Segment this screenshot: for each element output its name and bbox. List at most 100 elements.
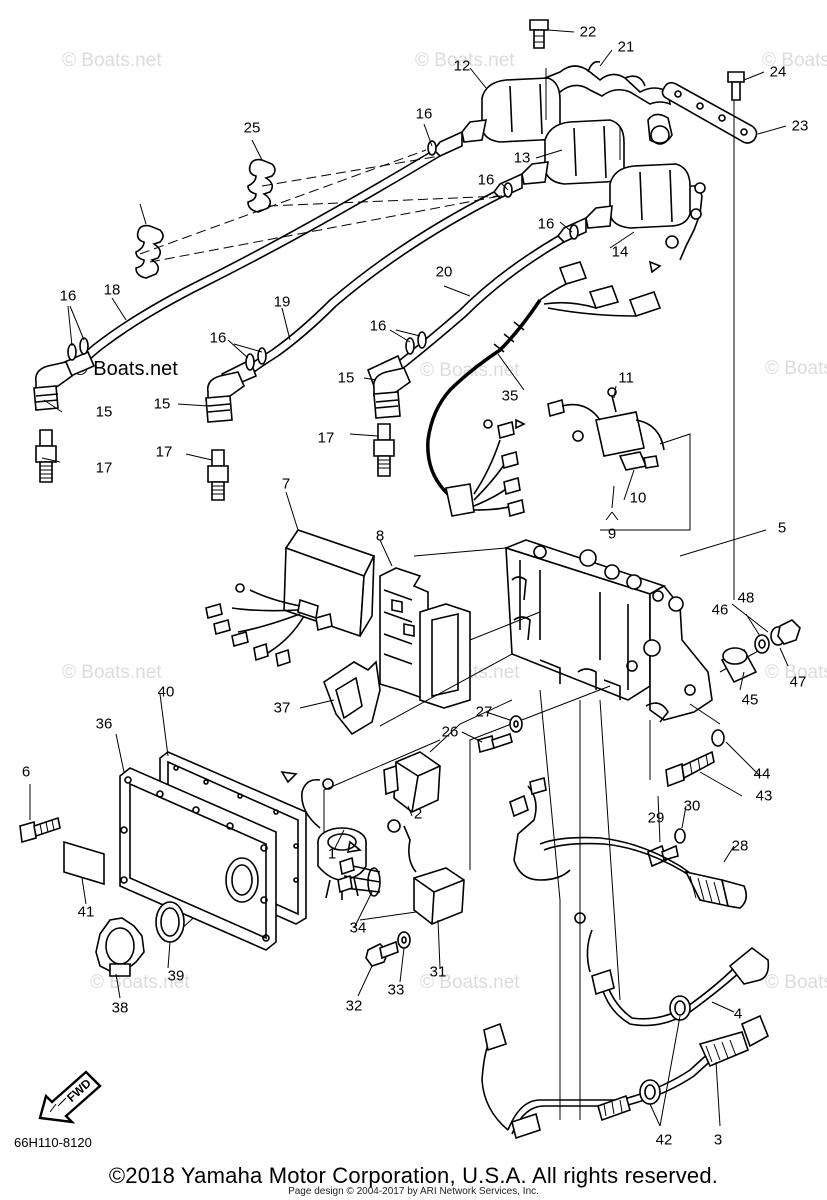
- callout-21[interactable]: 21: [617, 38, 635, 56]
- callout-48[interactable]: 48: [737, 589, 755, 607]
- callout-35[interactable]: 35: [501, 387, 519, 405]
- watermark: © Boats.net: [765, 358, 827, 379]
- cable-3: [481, 1014, 770, 1140]
- watermark: © Boats.net: [420, 972, 520, 993]
- callout-17[interactable]: 17: [155, 443, 173, 461]
- callout-45[interactable]: 45: [741, 691, 759, 709]
- bracket-21: [539, 60, 673, 145]
- callout-15[interactable]: 15: [95, 403, 113, 421]
- callout-12[interactable]: 12: [453, 57, 471, 75]
- callout-23[interactable]: 23: [791, 117, 809, 135]
- callout-16[interactable]: 16: [477, 171, 495, 189]
- callout-31[interactable]: 31: [429, 963, 447, 981]
- callout-17[interactable]: 17: [317, 429, 335, 447]
- watermark: © Boats.net: [765, 972, 827, 993]
- callout-40[interactable]: 40: [157, 683, 175, 701]
- callout-25[interactable]: 25: [243, 119, 261, 137]
- callout-38[interactable]: 38: [111, 999, 129, 1017]
- callout-11[interactable]: 11: [618, 369, 634, 387]
- ignition-coil-12: [432, 77, 561, 157]
- copyright-notice: ©2018 Yamaha Motor Corporation, U.S.A. A…: [108, 1163, 719, 1188]
- callout-4[interactable]: 4: [733, 1005, 743, 1023]
- watermark: © Boats.net: [90, 972, 190, 993]
- cover-36: [119, 767, 277, 951]
- callout-47[interactable]: 47: [789, 673, 807, 691]
- callout-17[interactable]: 17: [95, 459, 113, 477]
- callout-5[interactable]: 5: [777, 519, 787, 537]
- rectifier-8: [379, 567, 471, 709]
- collar-45: [720, 647, 758, 684]
- callout-42[interactable]: 42: [655, 1131, 673, 1149]
- cord-holder-25: [135, 158, 276, 279]
- callout-34[interactable]: 34: [349, 919, 367, 937]
- callout-10[interactable]: 10: [629, 489, 647, 507]
- bolt-32: [365, 940, 399, 967]
- callout-18[interactable]: 18: [103, 281, 121, 299]
- plate-23: [661, 81, 758, 144]
- callout-15[interactable]: 15: [337, 369, 355, 387]
- nut-48: [777, 619, 801, 645]
- callout-9[interactable]: 9: [607, 525, 617, 543]
- callout-36[interactable]: 36: [95, 715, 113, 733]
- callout-6[interactable]: 6: [21, 763, 31, 781]
- callout-3[interactable]: 3: [713, 1131, 723, 1149]
- callout-22[interactable]: 22: [579, 23, 597, 41]
- clamp-16: [67, 140, 579, 371]
- callout-15[interactable]: 15: [153, 395, 171, 413]
- grommet-34: [337, 840, 381, 897]
- callout-leaders: [29, 29, 789, 1127]
- callout-43[interactable]: 43: [755, 787, 773, 805]
- sensor-cable-28: [509, 776, 748, 909]
- cable-4: [574, 912, 770, 1027]
- cap-38: [95, 917, 145, 977]
- callout-26[interactable]: 26: [441, 723, 459, 741]
- fwd-arrow-icon: FWD: [38, 1070, 102, 1124]
- callout-2[interactable]: 2: [413, 805, 423, 823]
- relay-2: [383, 751, 441, 813]
- module-31: [387, 819, 465, 925]
- callout-13[interactable]: 13: [513, 149, 531, 167]
- callout-39[interactable]: 39: [167, 967, 185, 985]
- callout-8[interactable]: 8: [375, 527, 385, 545]
- wire-harness-35: [426, 261, 662, 518]
- callout-46[interactable]: 46: [711, 601, 729, 619]
- ignition-coil-14: [556, 163, 706, 274]
- watermark: © Boats.net: [762, 50, 827, 71]
- callout-37[interactable]: 37: [273, 699, 291, 717]
- washer-27: [509, 715, 523, 733]
- callout-27[interactable]: 27: [475, 703, 493, 721]
- callout-33[interactable]: 33: [387, 981, 405, 999]
- callout-16[interactable]: 16: [369, 317, 387, 335]
- watermark: © Boats.net: [62, 662, 162, 683]
- watermark: © Boats.net: [415, 50, 515, 71]
- callout-41[interactable]: 41: [77, 903, 95, 921]
- callout-1[interactable]: 1: [327, 845, 337, 863]
- callout-32[interactable]: 32: [345, 997, 363, 1015]
- cdi-unit-7: [205, 529, 376, 668]
- callout-30[interactable]: 30: [683, 797, 701, 815]
- sensor-assembly-9: [547, 387, 691, 531]
- callout-44[interactable]: 44: [753, 765, 771, 783]
- washer-33: [397, 931, 411, 949]
- callout-24[interactable]: 24: [769, 63, 787, 81]
- callout-16[interactable]: 16: [537, 215, 555, 233]
- callout-14[interactable]: 14: [611, 243, 629, 261]
- callout-29[interactable]: 29: [647, 809, 665, 827]
- bolt-24: [727, 71, 745, 101]
- callout-20[interactable]: 20: [435, 263, 453, 281]
- bolt-22: [529, 19, 549, 49]
- spark-plug-17: [35, 423, 395, 501]
- leader-lines: [119, 68, 761, 1120]
- callout-28[interactable]: 28: [731, 837, 749, 855]
- bolt-26: [477, 732, 513, 754]
- washer-46: [754, 634, 770, 654]
- callout-16[interactable]: 16: [209, 329, 227, 347]
- electrical-box-5: [503, 539, 713, 723]
- callout-19[interactable]: 19: [273, 293, 291, 311]
- ignition-coil-13: [492, 119, 625, 199]
- callout-7[interactable]: 7: [281, 475, 291, 493]
- callout-16[interactable]: 16: [59, 287, 77, 305]
- washer-44: [711, 729, 725, 747]
- callout-16[interactable]: 16: [415, 105, 433, 123]
